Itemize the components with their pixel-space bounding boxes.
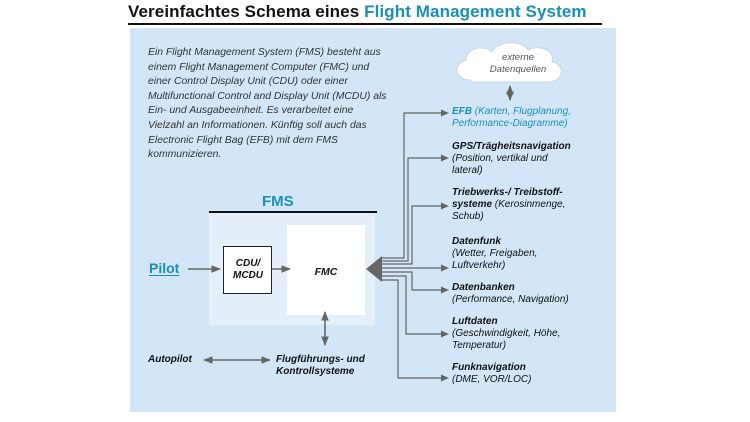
dest-efb-head: EFB (452, 106, 472, 117)
cloud-label-line1: externe (502, 52, 534, 63)
dest-gps: GPS/Trägheitsnavigation (Position, verti… (452, 141, 571, 178)
cdu-label-line2: MCDU (233, 270, 263, 281)
dest-datenbanken-head: Datenbanken (452, 282, 515, 293)
intro-paragraph: Ein Flight Management System (FMS) beste… (148, 47, 387, 161)
cloud-label: externe Datenquellen (480, 52, 556, 76)
dest-datenfunk-line3: Luftverkehr) (452, 260, 506, 272)
cdu-label: CDU/ MCDU (223, 258, 273, 282)
fmc-box (287, 225, 365, 315)
dest-luftdaten-line3: Temperatur) (452, 340, 507, 352)
dest-luftdaten: Luftdaten (Geschwindigkeit, Höhe, Temper… (452, 316, 560, 353)
cloud-icon (456, 42, 562, 83)
page-title: Vereinfachtes Schema eines Flight Manage… (128, 2, 587, 22)
dest-triebwerk-head: Triebwerks-/ Treibstoff- (452, 187, 563, 198)
flugfuehrung-line2: Kontrollsysteme (276, 366, 355, 377)
title-accent: Flight Management System (364, 2, 587, 21)
fms-rule (209, 211, 377, 213)
dest-triebwerk-line3: Schub) (452, 211, 484, 223)
branch-arrowheads (441, 109, 449, 382)
dest-funknavigation-line2: (DME, VOR/LOC) (452, 374, 532, 386)
dest-datenbanken-line2: (Performance, Navigation) (452, 294, 569, 306)
dest-funknavigation: Funknavigation (DME, VOR/LOC) (452, 362, 531, 386)
dest-efb-line1: (Karten, Flugplanung, (472, 106, 571, 117)
dest-triebwerk-line2: systeme (452, 199, 493, 211)
dest-efb-line2: Performance-Diagramme) (452, 118, 568, 130)
dest-datenfunk-head: Datenfunk (452, 236, 501, 247)
dest-triebwerk: Triebwerks-/ Treibstoff- systeme (Kerosi… (452, 187, 565, 224)
cdu-box (223, 246, 272, 294)
fmc-label: FMC (314, 266, 338, 278)
dest-luftdaten-head: Luftdaten (452, 316, 498, 327)
title-prefix: Vereinfachtes Schema eines (128, 2, 365, 21)
flugfuehrung-line1: Flugführungs- und (276, 354, 365, 365)
dest-efb: EFB (Karten, Flugplanung, Performance-Di… (452, 106, 571, 130)
dest-gps-head: GPS/Trägheitsnavigation (452, 141, 571, 152)
dest-luftdaten-line2: (Geschwindigkeit, Höhe, (452, 328, 561, 340)
dest-datenbanken: Datenbanken (Performance, Navigation) (452, 282, 569, 306)
fanout-triangle (366, 256, 382, 282)
title-underline (128, 23, 602, 25)
autopilot-label: Autopilot (148, 354, 192, 365)
pilot-label: Pilot (149, 260, 180, 276)
cloud-label-line2: Datenquellen (489, 64, 547, 75)
dest-datenfunk-line2: (Wetter, Freigaben, (452, 248, 538, 260)
dest-datenfunk: Datenfunk (Wetter, Freigaben, Luftverkeh… (452, 236, 537, 273)
dest-gps-line2: (Position, vertikal und (452, 153, 548, 165)
dest-gps-line3: lateral) (452, 165, 483, 177)
dest-triebwerk-line2-rest: (Kerosinmenge, (492, 199, 566, 211)
dest-funknavigation-head: Funknavigation (452, 362, 526, 373)
fms-label: FMS (262, 193, 294, 210)
branch-lines (382, 112, 442, 379)
cdu-label-line1: CDU/ (235, 258, 261, 269)
flugfuehrung-label: Flugführungs- und Kontrollsysteme (276, 354, 365, 378)
